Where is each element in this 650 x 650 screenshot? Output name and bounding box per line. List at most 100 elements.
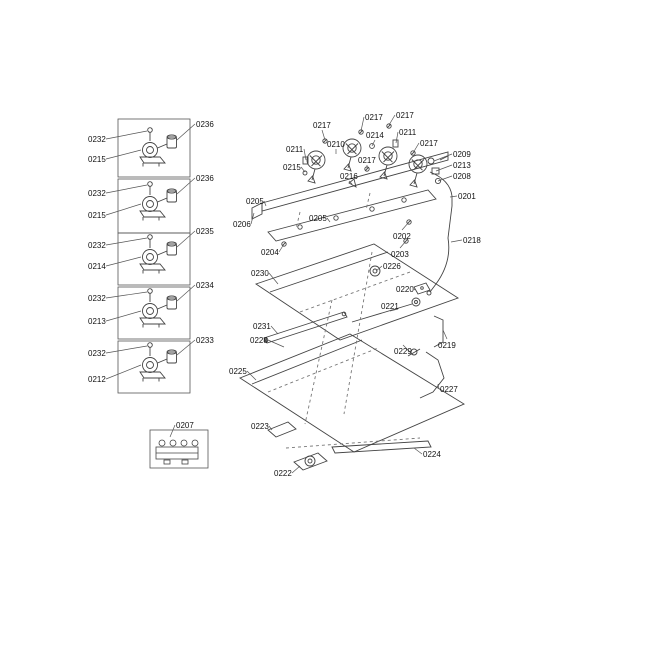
leader-line — [105, 291, 148, 299]
leader-line — [413, 447, 423, 455]
fitting — [302, 170, 308, 176]
part-number-label: 0236 — [196, 174, 214, 183]
leader-line — [375, 265, 383, 272]
leader-line — [176, 339, 196, 356]
part-number-label: 0211 — [399, 128, 417, 137]
leader-line — [399, 240, 407, 249]
leader-line — [278, 243, 285, 253]
detail-boxes — [117, 118, 209, 469]
part-number-label: 0230 — [251, 269, 269, 278]
leader-line — [105, 364, 142, 380]
injector — [369, 265, 381, 277]
part-number-label: 0225 — [229, 367, 247, 376]
leader-line — [402, 344, 412, 354]
part-number-label: 0232 — [88, 294, 106, 303]
part-number-label: 0222 — [274, 469, 292, 478]
part-number-label: 0232 — [88, 241, 106, 250]
leader-line — [263, 200, 267, 207]
leader-line — [300, 166, 306, 173]
part-number-label: 0212 — [88, 375, 106, 384]
venturi-cone — [348, 178, 357, 188]
leader-line — [437, 175, 453, 182]
part-number-label: 0226 — [383, 262, 401, 271]
leader-line — [413, 288, 416, 291]
leader-line — [449, 195, 458, 198]
detail-box-0207 — [149, 429, 209, 469]
leader-line — [246, 370, 257, 381]
leader-line — [267, 339, 285, 348]
part-number-label: 0218 — [463, 236, 481, 245]
leader-line — [250, 212, 255, 225]
thermocouple-tube — [351, 303, 413, 323]
part-number-label: 0227 — [440, 385, 458, 394]
burner-drawing-3 — [378, 146, 398, 180]
part-number-label: 0217 — [313, 121, 331, 130]
part-number-label: 0217 — [420, 139, 438, 148]
part-number-label: 0202 — [393, 232, 411, 241]
leader-line — [412, 142, 420, 154]
leader-line — [395, 131, 399, 144]
part-number-label: 0215 — [88, 211, 106, 220]
lower-pipe — [419, 351, 445, 399]
part-number-label: 0232 — [88, 135, 106, 144]
leader-line — [176, 230, 196, 248]
part-number-label: 0201 — [458, 192, 476, 201]
part-number-label: 0205 — [309, 214, 327, 223]
end-bracket — [251, 202, 263, 220]
leader-line — [105, 256, 142, 267]
regulator-nut — [434, 177, 442, 185]
part-number-label: 0207 — [176, 421, 194, 430]
fitting — [392, 139, 399, 148]
leader-line — [442, 329, 448, 340]
leader-line — [169, 424, 176, 438]
leader-line — [348, 180, 353, 185]
part-number-label: 0236 — [196, 120, 214, 129]
leader-line — [105, 130, 148, 140]
part-number-label: 0228 — [250, 336, 268, 345]
part-number-label: 0234 — [196, 281, 214, 290]
leader-line — [270, 325, 279, 335]
leader-line — [268, 272, 279, 285]
part-number-label: 0220 — [396, 285, 414, 294]
part-number-label: 0215 — [283, 163, 301, 172]
leader-line — [321, 129, 326, 141]
manifold-block-drawing — [155, 439, 199, 465]
part-number-label: 0223 — [251, 422, 269, 431]
side-bracket — [433, 315, 444, 348]
part-number-label: 0213 — [453, 161, 471, 170]
leader-line — [326, 217, 331, 223]
regulator-body — [431, 167, 440, 175]
valve-assembly-drawing-4 — [139, 288, 177, 328]
part-number-label: 0206 — [233, 220, 251, 229]
part-number-label: 0219 — [438, 341, 456, 350]
part-number-label: 0203 — [391, 250, 409, 259]
part-number-label: 0210 — [327, 140, 345, 149]
burner-drawing-4 — [408, 154, 428, 188]
part-labels: 0236023202150236023202150235023202140234… — [88, 111, 481, 478]
part-number-label: 0213 — [88, 317, 106, 326]
part-number-label: 0215 — [88, 155, 106, 164]
regulator-cap — [427, 157, 435, 165]
part-number-label: 0229 — [394, 347, 412, 356]
leader-line — [437, 383, 440, 390]
part-number-label: 0231 — [253, 322, 271, 331]
gas-inlet-pipe — [429, 171, 453, 206]
bottom-rail — [331, 440, 432, 454]
leader-line — [105, 237, 148, 246]
detail-box-5 — [117, 340, 191, 394]
main-assembly-drawing — [239, 123, 465, 471]
leader-line — [401, 221, 410, 231]
part-number-label: 0211 — [286, 145, 304, 154]
gas-pipe — [429, 205, 453, 293]
part-number-label: 0214 — [88, 262, 106, 271]
burner-drawing-2 — [342, 138, 362, 172]
detail-box-4 — [117, 286, 191, 340]
bottom-bracket — [267, 421, 297, 438]
leader-line — [176, 177, 196, 195]
part-number-label: 0209 — [453, 150, 471, 159]
valve-assembly-drawing-5 — [139, 342, 177, 382]
valve-assembly-drawing-3 — [139, 234, 177, 274]
leader-line — [268, 425, 273, 431]
part-number-label: 0232 — [88, 189, 106, 198]
